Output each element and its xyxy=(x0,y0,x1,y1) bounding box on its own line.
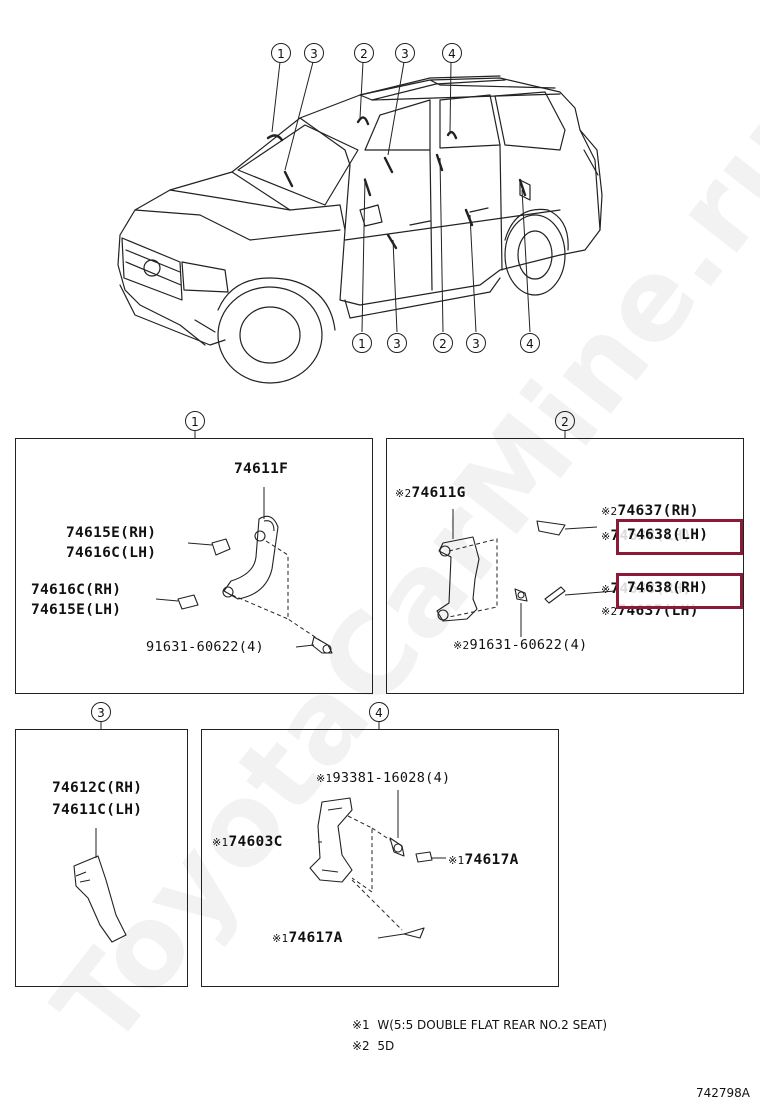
panel-3: 74612C(RH) 74611C(LH) xyxy=(15,729,188,987)
mark-2-c: ※ xyxy=(601,530,611,543)
section-callout-1: 1 xyxy=(185,411,205,431)
part-91631-60622-b: ※291631-60622(4) xyxy=(453,637,587,653)
part-74617a-a: ※174617A xyxy=(448,852,519,868)
callout-3-bottom-b: 3 xyxy=(466,333,486,353)
part-74612c-rh: 74612C(RH) xyxy=(52,780,143,796)
callout-3-bottom: 3 xyxy=(387,333,407,353)
highlight-74638-rh xyxy=(616,573,743,609)
part-91631-60622: 91631-60622(4) xyxy=(146,639,264,655)
callout-4-top: 4 xyxy=(442,43,462,63)
mark-2-a: ※2 xyxy=(395,487,412,500)
callout-2-bottom: 2 xyxy=(433,333,453,353)
part-74617a-b: ※174617A xyxy=(272,930,343,946)
part-91631-60622-b-text: 91631-60622(4) xyxy=(469,637,588,653)
panel-3-drawing xyxy=(73,828,127,943)
part-74611g: ※274611G xyxy=(395,485,466,501)
part-74615e-rh: 74615E(RH) xyxy=(66,525,157,541)
panel-1: 74611F 74615E(RH) 74616C(LH) 74616C(RH) … xyxy=(15,438,373,694)
note-1-text: W(5:5 DOUBLE FLAT REAR NO.2 SEAT) xyxy=(377,1018,608,1032)
panel-2-drawing xyxy=(436,509,616,637)
highlight-74638-lh xyxy=(616,519,743,555)
mark-1-d: ※1 xyxy=(272,932,289,945)
section-callout-2: 2 xyxy=(555,411,575,431)
callout-3-top-b: 3 xyxy=(395,43,415,63)
mark-1-c: ※1 xyxy=(448,854,465,867)
part-74611f: 74611F xyxy=(234,461,289,477)
mark-2-d: ※ xyxy=(601,583,611,596)
vehicle-illustration xyxy=(117,61,603,384)
mark-1-b: ※1 xyxy=(212,836,229,849)
note-1-mark: ※1 xyxy=(352,1018,370,1032)
part-74638-lh-highlighted: 74638(LH) xyxy=(627,527,709,543)
part-74615e-lh: 74615E(LH) xyxy=(31,602,122,618)
callout-3-top: 3 xyxy=(304,43,324,63)
part-74637-rh: ※274637(RH) xyxy=(601,503,699,519)
part-74611c-lh: 74611C(LH) xyxy=(52,802,143,818)
mark-2-e: ※2 xyxy=(601,605,618,618)
mark-2-b: ※2 xyxy=(601,505,618,518)
panel-4: ※193381-16028(4) ※174603C ※174617A ※1746… xyxy=(201,729,559,987)
note-2: ※2 5D xyxy=(352,1039,394,1053)
panel-4-drawing xyxy=(309,790,446,939)
callout-1-top: 1 xyxy=(271,43,291,63)
part-93381-16028: ※193381-16028(4) xyxy=(316,770,450,786)
mark-1-a: ※1 xyxy=(316,772,333,785)
panel-2: ※274611G ※274637(RH) ※74638(LH) ※74638(R… xyxy=(386,438,744,694)
part-93381-16028-text: 93381-16028(4) xyxy=(332,770,451,786)
section-callout-3: 3 xyxy=(91,702,111,722)
part-74617a-a-text: 74617A xyxy=(464,852,519,868)
note-2-text: 5D xyxy=(377,1039,395,1053)
part-74617a-b-text: 74617A xyxy=(288,930,343,946)
part-74603c-text: 74603C xyxy=(228,834,283,850)
part-74638-rh-highlighted: 74638(RH) xyxy=(627,580,709,596)
section-callout-4: 4 xyxy=(369,702,389,722)
callout-2-top: 2 xyxy=(354,43,374,63)
part-74611g-text: 74611G xyxy=(411,485,466,501)
mark-2-f: ※2 xyxy=(453,639,470,652)
note-2-mark: ※2 xyxy=(352,1039,370,1053)
callout-4-bottom: 4 xyxy=(520,333,540,353)
part-74616c-lh: 74616C(LH) xyxy=(66,545,157,561)
part-74616c-rh: 74616C(RH) xyxy=(31,582,122,598)
part-74637-rh-text: 74637(RH) xyxy=(617,503,699,519)
diagram-id: 742798A xyxy=(696,1086,751,1100)
callout-1-bottom: 1 xyxy=(352,333,372,353)
note-1: ※1 W(5:5 DOUBLE FLAT REAR NO.2 SEAT) xyxy=(352,1018,607,1032)
panel-1-drawing xyxy=(155,487,333,654)
part-74603c: ※174603C xyxy=(212,834,283,850)
